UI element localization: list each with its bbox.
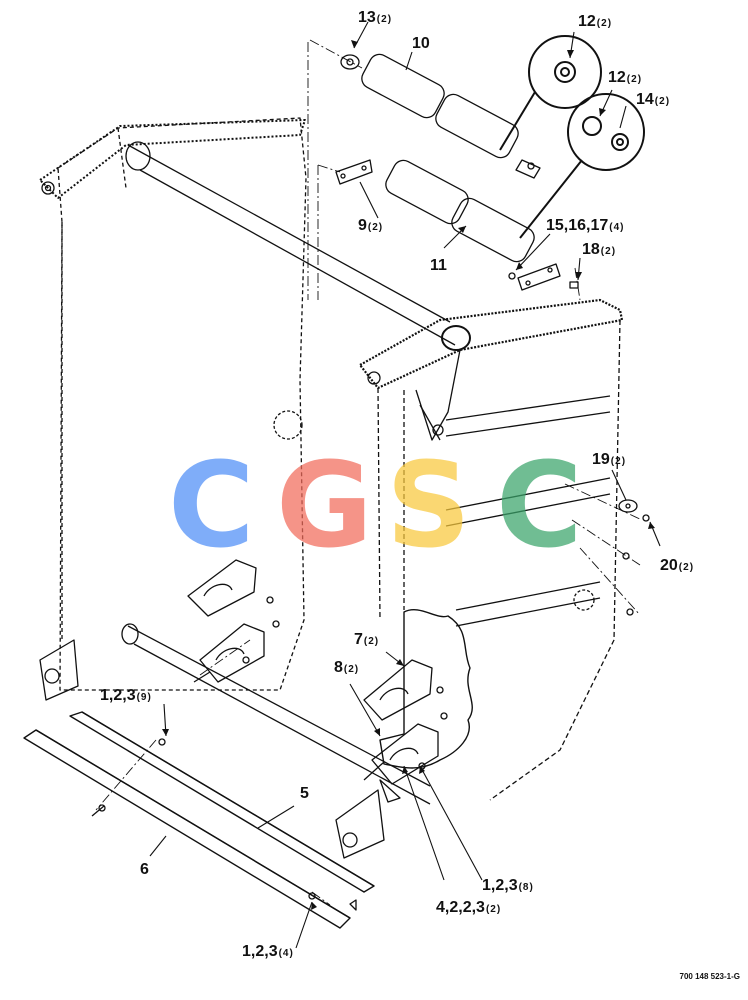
callout-1-2-3-8: 1,2,3(8) — [482, 877, 534, 894]
callout-10: 10 — [412, 35, 430, 52]
callout-9: 9(2) — [358, 217, 384, 234]
right-side-hardware — [618, 499, 650, 616]
left-top-plate — [39, 119, 306, 199]
right-frame-braces — [415, 349, 461, 441]
roller-mount-bracket-right — [517, 263, 561, 291]
lower-roller-assembly — [335, 159, 579, 291]
upper-roller-assembly — [340, 53, 541, 179]
bearing-detail-bubble-2 — [519, 93, 645, 239]
lower-cross-tube — [121, 623, 431, 805]
left-side-frame — [57, 117, 307, 691]
roller-mount-bracket-left — [335, 159, 373, 185]
callout-7: 7(2) — [354, 631, 380, 648]
right-mount-brackets — [363, 659, 448, 803]
callout-13: 13(2) — [358, 9, 393, 26]
figure-id: 700 148 523-1-G — [679, 972, 741, 981]
leader-lines — [149, 21, 661, 949]
callout-20: 20(2) — [660, 557, 695, 574]
callout-5: 5 — [300, 785, 309, 802]
callout-15-16-17: 15,16,17(4) — [546, 217, 625, 234]
callout-12-top: 12(2) — [578, 13, 613, 30]
left-pivot-hole-inner — [44, 184, 52, 192]
left-mount-brackets — [187, 559, 280, 683]
callout-6: 6 — [140, 861, 149, 878]
right-frame-crossbars — [445, 395, 611, 627]
bottom-angle-bar-5 — [69, 711, 375, 893]
callout-1-2-3-9: 1,2,3(9) — [100, 687, 152, 704]
upper-cross-tube — [125, 141, 456, 346]
left-pivot-hole — [41, 181, 55, 195]
callout-8: 8(2) — [334, 659, 360, 676]
bearing-detail-bubble-1 — [499, 35, 602, 151]
callout-19: 19(2) — [592, 451, 627, 468]
bottom-angle-bar-6 — [23, 729, 351, 929]
callout-14: 14(2) — [636, 91, 671, 108]
callout-18: 18(2) — [582, 241, 617, 258]
right-frame-cutout — [573, 589, 595, 611]
callout-1-2-3-4: 1,2,3(4) — [242, 943, 294, 960]
callout-4-2-2-3: 4,2,2,3(2) — [436, 899, 502, 916]
right-tube-end — [441, 325, 471, 351]
left-frame-cutout — [273, 410, 303, 440]
bar-hardware — [91, 738, 357, 911]
right-top-plate — [358, 298, 624, 390]
right-side-frame — [377, 319, 621, 801]
left-bottom-lug — [39, 639, 79, 701]
callout-11: 11 — [430, 257, 447, 274]
right-bottom-lug — [335, 789, 385, 859]
leader-arrowheads — [162, 40, 655, 910]
callout-12-second: 12(2) — [608, 69, 643, 86]
